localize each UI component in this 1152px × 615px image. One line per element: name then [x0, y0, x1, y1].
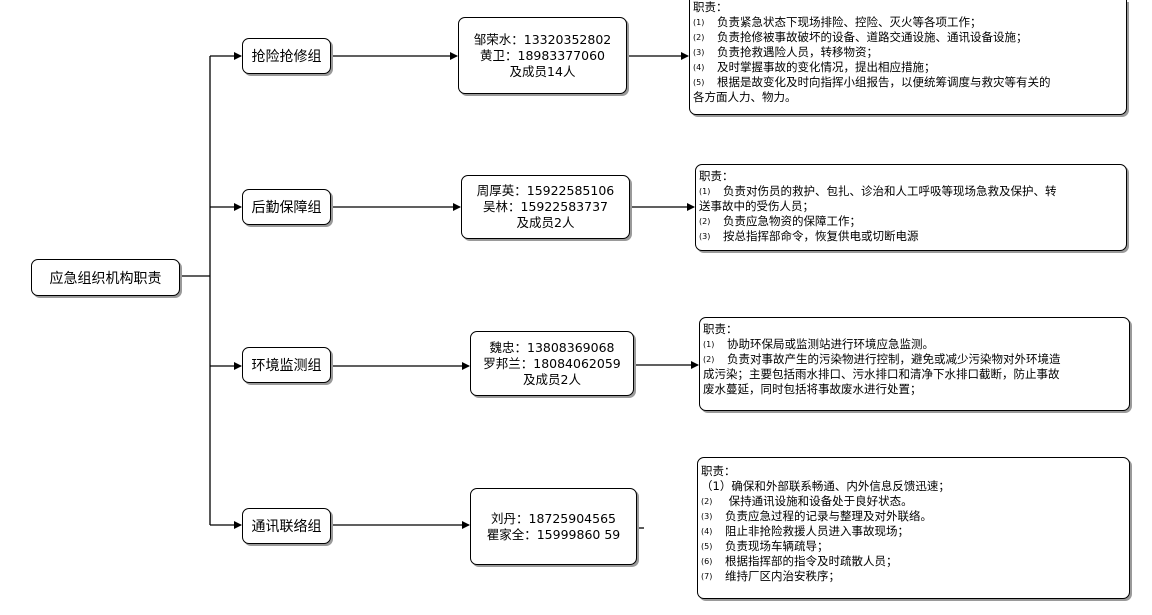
resp-number: (3)	[699, 232, 711, 241]
resp-text: 负责紧急状态下现场排险、控险、灭火等各项工作；	[717, 15, 982, 29]
resp-line: (1) 负责对伤员的救护、包扎、诊治和人工呼吸等现场急救及保护、转	[699, 184, 1123, 199]
resp-number: (4)	[693, 63, 705, 72]
resp-line: (3) 按总指挥部命令，恢复供电或切断电源	[699, 229, 1123, 244]
resp-line: (6) 根据指挥部的指令及时疏散人员；	[701, 554, 1126, 569]
group-node-3: 环境监测组	[242, 347, 331, 383]
contacts-node-4: 刘丹：18725904565 瞿家全：15999860 59	[470, 488, 637, 565]
resp-title: 职责：	[693, 0, 728, 14]
resp-line: 成污染；主要包括雨水排口、污水排口和清净下水排口截断，防止事故	[703, 367, 1126, 382]
contact-line: 邹荣水：13320352802	[473, 31, 612, 47]
resp-text: 协助环保局或监测站进行环境应急监测。	[727, 337, 934, 351]
resp-line: (5) 根据是故变化及时向指挥小组报告，以便统筹调度与救灾等有关的	[693, 75, 1123, 90]
resp-number: (2)	[701, 497, 713, 506]
resp-number: (7)	[701, 572, 713, 581]
resp-text: 各方面人力、物力。	[693, 90, 797, 104]
resp-node-3: 职责： (1) 协助环保局或监测站进行环境应急监测。 (2) 负责对事故产生的污染物…	[699, 317, 1130, 411]
contact-line: 及成员2人	[523, 371, 581, 387]
contacts-node-2: 周厚英：15922585106 吴林：15922583737 及成员2人	[461, 175, 630, 239]
resp-number: (2)	[699, 217, 711, 226]
resp-number: (3)	[701, 512, 713, 521]
resp-text: 根据是故变化及时向指挥小组报告，以便统筹调度与救灾等有关的	[717, 75, 1051, 89]
contact-line: 罗邦兰：18084062059	[483, 355, 621, 371]
contact-line: 黄卫：18983377060	[480, 47, 605, 63]
resp-number: (3)	[693, 48, 705, 57]
resp-title: 职责：	[701, 464, 736, 478]
resp-text: 负责应急过程的记录与整理及对外联络。	[725, 509, 932, 523]
contacts-node-1: 邹荣水：13320352802 黄卫：18983377060 及成员14人	[458, 17, 627, 94]
resp-number: (1)	[693, 18, 705, 27]
group-label: 环境监测组	[251, 358, 322, 374]
resp-number: (5)	[701, 542, 713, 551]
resp-text: 按总指挥部命令，恢复供电或切断电源	[723, 229, 919, 243]
resp-node-1: 职责： (1) 负责紧急状态下现场排险、控险、灭火等各项工作； (2) 负责抢修被事…	[689, 0, 1127, 115]
resp-line: 送事故中的受伤人员；	[699, 199, 1123, 214]
resp-number: (2)	[693, 33, 705, 42]
resp-node-2: 职责： (1) 负责对伤员的救护、包扎、诊治和人工呼吸等现场急救及保护、转 送事故…	[695, 164, 1127, 251]
resp-line: (1) 负责紧急状态下现场排险、控险、灭火等各项工作；	[693, 15, 1123, 30]
resp-text: 根据指挥部的指令及时疏散人员；	[725, 554, 898, 568]
group-label: 后勤保障组	[251, 200, 322, 216]
contact-line: 吴林：15922583737	[483, 199, 608, 214]
group-node-1: 抢险抢修组	[242, 38, 331, 74]
contact-line: 瞿家全：15999860 59	[486, 526, 621, 542]
resp-line: (2) 负责应急物资的保障工作；	[699, 214, 1123, 229]
resp-line: (5) 负责现场车辆疏导；	[701, 539, 1126, 554]
resp-line: （1）确保和外部联系畅通、内外信息反馈迅速；	[701, 479, 1126, 494]
resp-number: (2)	[703, 355, 715, 364]
contact-line: 周厚英：15922585106	[476, 183, 615, 198]
group-label: 通讯联络组	[251, 519, 322, 535]
resp-text: 负责抢修被事故破坏的设备、道路交通设施、通讯设备设施；	[717, 30, 1028, 44]
resp-line: (4) 阻止非抢险救援人员进入事故现场；	[701, 524, 1126, 539]
resp-number: (6)	[701, 557, 713, 566]
resp-text: 保持通讯设施和设备处于良好状态。	[725, 494, 913, 508]
resp-text: 维持厂区内治安秩序；	[725, 569, 840, 583]
resp-number: (5)	[693, 78, 705, 87]
resp-text: 负责应急物资的保障工作；	[723, 214, 861, 228]
group-node-4: 通讯联络组	[242, 508, 331, 544]
group-node-2: 后勤保障组	[242, 189, 331, 225]
resp-text: 阻止非抢险救援人员进入事故现场；	[725, 524, 909, 538]
resp-number: (1)	[703, 340, 715, 349]
resp-text: 负责抢救遇险人员，转移物资；	[717, 45, 878, 59]
resp-line: (2) 负责对事故产生的污染物进行控制，避免或减少污染物对外环境造	[703, 352, 1126, 367]
resp-node-4: 职责： （1）确保和外部联系畅通、内外信息反馈迅速； (2) 保持通讯设施和设备…	[697, 457, 1130, 599]
resp-line: (4) 及时掌握事故的变化情况，提出相应措施；	[693, 60, 1123, 75]
resp-line: (7) 维持厂区内治安秩序；	[701, 569, 1126, 584]
resp-line: (2) 保持通讯设施和设备处于良好状态。	[701, 494, 1126, 509]
resp-text: （1）确保和外部联系畅通、内外信息反馈迅速；	[701, 479, 950, 493]
resp-line: 各方面人力、物力。	[693, 90, 1123, 105]
contact-line: 魏忠：13808369068	[489, 339, 615, 355]
resp-title: 职责：	[699, 169, 734, 183]
resp-text: 成污染；主要包括雨水排口、污水排口和清净下水排口截断，防止事故	[703, 367, 1060, 381]
group-label: 抢险抢修组	[251, 49, 322, 65]
resp-title: 职责：	[703, 322, 738, 336]
contact-line: 及成员14人	[509, 63, 576, 79]
resp-text: 负责现场车辆疏导；	[725, 539, 829, 553]
resp-line: (3) 负责抢救遇险人员，转移物资；	[693, 45, 1123, 60]
resp-text: 废水蔓延，同时包括将事故废水进行处置；	[703, 382, 922, 396]
resp-line: (3) 负责应急过程的记录与整理及对外联络。	[701, 509, 1126, 524]
resp-text: 及时掌握事故的变化情况，提出相应措施；	[717, 60, 936, 74]
resp-text: 负责对伤员的救护、包扎、诊治和人工呼吸等现场急救及保护、转	[723, 184, 1057, 198]
resp-text: 送事故中的受伤人员；	[699, 199, 814, 213]
contact-line: 刘丹：18725904565	[491, 510, 616, 526]
resp-line: (2) 负责抢修被事故破坏的设备、道路交通设施、通讯设备设施；	[693, 30, 1123, 45]
root-label: 应急组织机构职责	[49, 270, 162, 287]
resp-number: (4)	[701, 527, 713, 536]
contact-line: 及成员2人	[516, 215, 575, 230]
contacts-node-3: 魏忠：13808369068 罗邦兰：18084062059 及成员2人	[470, 331, 634, 396]
resp-text: 负责对事故产生的污染物进行控制，避免或减少污染物对外环境造	[727, 352, 1061, 366]
root-node: 应急组织机构职责	[31, 259, 180, 296]
resp-line: 废水蔓延，同时包括将事故废水进行处置；	[703, 382, 1126, 397]
resp-line: (1) 协助环保局或监测站进行环境应急监测。	[703, 337, 1126, 352]
resp-number: (1)	[699, 187, 711, 196]
